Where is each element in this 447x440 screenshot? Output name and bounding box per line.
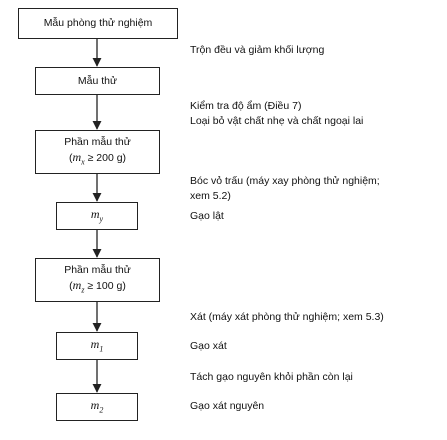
m-1-m: m — [90, 337, 100, 352]
portion1-line1: Phần mẫu thử — [64, 136, 131, 149]
m-y-var: my — [91, 206, 103, 225]
note-check-line2: Loại bỏ vật chất nhẹ và chất ngoại lai — [190, 114, 364, 127]
portion2-var: mz — [72, 278, 85, 295]
box-m-1: m1 — [56, 332, 138, 360]
note-mill-text: Xát (máy xát phòng thử nghiệm; xem 5.3) — [190, 311, 384, 323]
box-lab-sample-label: Mẫu phòng thử nghiệm — [43, 17, 153, 30]
portion1-var-sub: x — [81, 157, 85, 167]
m-y-sub: y — [99, 214, 104, 224]
note-brown-rice: Gạo lật — [190, 209, 224, 224]
box-m-y: my — [56, 202, 138, 230]
note-mix: Trộn đều và giảm khối lượng — [190, 43, 324, 58]
box-test-sample: Mẫu thử — [35, 67, 160, 95]
note-mill: Xát (máy xát phòng thử nghiệm; xem 5.3) — [190, 310, 384, 325]
note-husk-line1: Bóc vỏ trấu (máy xay phòng thử nghiệm; — [190, 175, 380, 187]
m-2-m: m — [90, 398, 100, 413]
note-milled-rice-text: Gạo xát — [190, 340, 227, 352]
portion1-open: ( — [68, 152, 73, 165]
m-1-sub: 1 — [99, 344, 104, 354]
portion1-var: mx — [72, 150, 85, 167]
m-2-sub: 2 — [99, 405, 104, 415]
portion1-var-m: m — [72, 150, 82, 165]
m-y-m: m — [90, 207, 100, 222]
note-milled-rice: Gạo xát — [190, 339, 227, 354]
portion2-line1: Phần mẫu thử — [64, 264, 131, 277]
note-brown-rice-text: Gạo lật — [190, 210, 224, 222]
box-lab-sample: Mẫu phòng thử nghiệm — [18, 8, 178, 39]
portion2-rest: ≥ 100 g) — [84, 280, 126, 293]
note-mix-text: Trộn đều và giảm khối lượng — [190, 44, 325, 56]
portion1-line2: (mx ≥ 200 g) — [69, 149, 126, 168]
note-head-rice: Gạo xát nguyên — [190, 399, 264, 414]
portion2-line2: (mz ≥ 100 g) — [69, 277, 126, 296]
box-test-portion-1: Phần mẫu thử (mx ≥ 200 g) — [35, 130, 160, 174]
note-separate-text: Tách gạo nguyên khỏi phần còn lại — [190, 371, 353, 383]
m-1-var: m1 — [91, 336, 104, 355]
portion1-rest: ≥ 200 g) — [84, 152, 127, 165]
note-check: Kiểm tra độ ẩm (Điều 7) Loại bỏ vật chất… — [190, 99, 363, 129]
m-2-var: m2 — [91, 397, 104, 416]
note-husk-line2: xem 5.2) — [190, 189, 231, 202]
note-husk: Bóc vỏ trấu (máy xay phòng thử nghiệm; x… — [190, 174, 380, 204]
box-test-sample-label: Mẫu thử — [77, 74, 118, 87]
portion2-var-sub: z — [81, 285, 85, 295]
portion2-open: ( — [69, 280, 73, 293]
note-separate: Tách gạo nguyên khỏi phần còn lại — [190, 370, 353, 385]
portion2-var-m: m — [72, 278, 82, 293]
box-m-2: m2 — [56, 393, 138, 421]
note-check-line1: Kiểm tra độ ẩm (Điều 7) — [190, 100, 302, 112]
box-test-portion-2: Phần mẫu thử (mz ≥ 100 g) — [35, 258, 160, 302]
note-head-rice-text: Gạo xát nguyên — [190, 400, 265, 412]
